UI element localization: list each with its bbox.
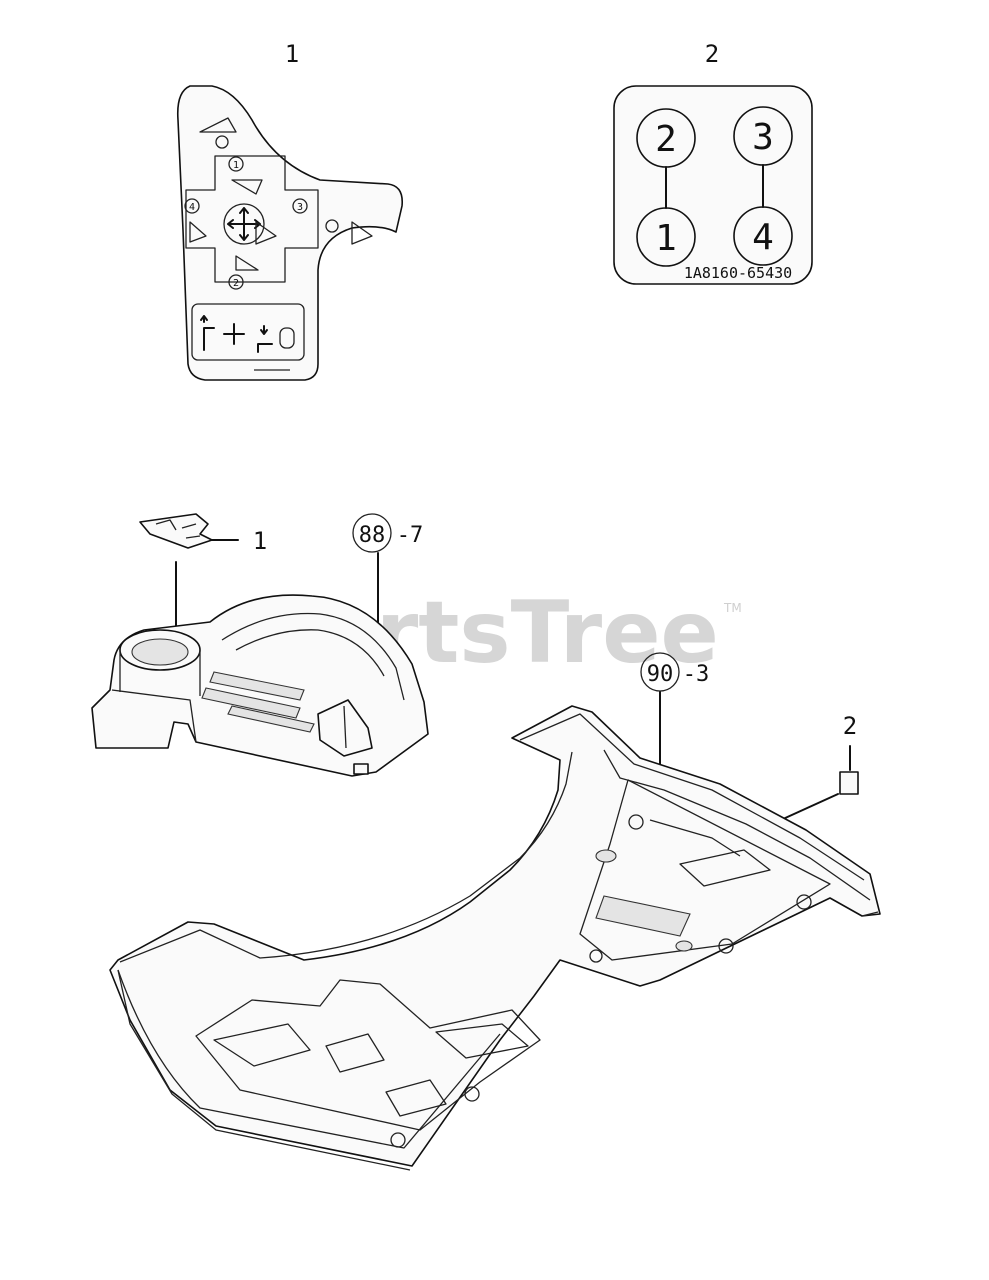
bucket-float-icon (351, 221, 373, 245)
decal-1: 1 1 2 3 4 (176, 40, 404, 381)
mat-rear-inner-lip (603, 749, 871, 901)
decal-1-cross-panel (185, 155, 319, 283)
cup-holder-well (131, 638, 189, 666)
front-emboss-outline (195, 979, 541, 1131)
step-2-circle (228, 274, 244, 290)
callout-2: 2 (771, 712, 859, 825)
gear-label-3: 3 (752, 117, 774, 158)
step-4-circle (184, 198, 200, 214)
grommet-rear-3 (628, 814, 644, 830)
lever-up-icon (200, 315, 215, 351)
svg-text:2: 2 (233, 278, 239, 289)
front-emboss-pad-4 (213, 1023, 311, 1067)
gear-label-4: 4 (752, 217, 774, 258)
upper-panel (91, 594, 429, 777)
grommet-rear-4 (589, 949, 603, 963)
fender-arch-inner (235, 629, 385, 677)
mat-side-wall (117, 969, 411, 1171)
mat-hole-1 (595, 849, 617, 863)
rear-emboss-slot (595, 895, 691, 937)
panel-slot-2 (201, 687, 301, 719)
bucket-lower-icon (231, 179, 263, 195)
floor-mat (109, 705, 881, 1171)
lever-cross-icon (223, 323, 245, 345)
front-emboss-pad-1 (325, 1033, 385, 1073)
svg-text:1: 1 (233, 160, 239, 171)
callout-1-number: 1 (253, 527, 267, 555)
mat-hole-2 (675, 940, 693, 952)
grommet-front-1 (390, 1132, 406, 1148)
decal-1-number: 1 (285, 40, 299, 68)
decal-1-lever-box (191, 303, 305, 361)
mat-inner-lip (119, 751, 573, 963)
grommet-front-2 (464, 1086, 480, 1102)
ref-90-suffix: -3 (683, 662, 710, 687)
bucket-up-icon (199, 117, 237, 133)
gear-label-2: 2 (655, 119, 677, 160)
fender-front-edge (111, 689, 197, 743)
mat-rear-lip (519, 713, 865, 881)
joystick-arrows-icon (227, 207, 261, 241)
svg-text:4: 4 (189, 202, 195, 213)
floor-mat-outline (109, 705, 881, 1167)
grommet-rear-2 (796, 894, 812, 910)
small-decal-2 (839, 771, 859, 795)
bucket-curl-icon (189, 221, 207, 243)
panel-slot-1 (209, 671, 305, 701)
decal-2-number: 2 (705, 40, 719, 68)
cup-holder-sides (119, 650, 201, 696)
ref-90-number: 90 (647, 662, 674, 687)
panel-mount-tab (353, 763, 369, 775)
rear-emboss-pad-1 (679, 849, 771, 887)
mat-rear-corner (861, 911, 879, 917)
watermark-tm: TM (723, 601, 742, 615)
step-1-circle (228, 156, 244, 172)
callout-2-number: 2 (843, 712, 857, 740)
ref-88-number: 88 (359, 523, 386, 548)
step-4-top-circle (215, 135, 229, 149)
ref-88-7: 88 -7 (352, 513, 424, 651)
decal-2: 2 2 3 1 4 1A8160-65430 (613, 40, 813, 285)
svg-text:3: 3 (297, 202, 303, 213)
joystick-center-icon (223, 203, 265, 245)
panel-slot-3 (227, 705, 315, 733)
rear-emboss-rib (649, 819, 741, 857)
lever-slot-divider (343, 705, 347, 749)
step-3-circle (292, 198, 308, 214)
rear-emboss-outline (579, 779, 831, 961)
small-decal-shape (139, 513, 213, 549)
float-step-circle (325, 219, 339, 233)
ref-88-circle (352, 513, 392, 553)
gear-label-1: 1 (655, 218, 677, 259)
lock-icon (279, 327, 295, 349)
ref-88-suffix: -7 (397, 523, 424, 548)
front-emboss-pad-2 (385, 1079, 447, 1117)
bucket-raise-icon (235, 255, 259, 271)
front-emboss-pad-3 (435, 1023, 529, 1059)
bucket-dump-icon (255, 221, 277, 245)
mat-front-lip (117, 969, 501, 1149)
grommet-rear-1 (718, 938, 734, 954)
small-decal-detail (155, 519, 201, 539)
ref-90-3: 90 -3 (640, 652, 710, 769)
fender-arch-edge (221, 612, 405, 701)
lever-down-icon (257, 325, 273, 353)
decal-2-code: 1A8160-65430 (684, 264, 792, 282)
